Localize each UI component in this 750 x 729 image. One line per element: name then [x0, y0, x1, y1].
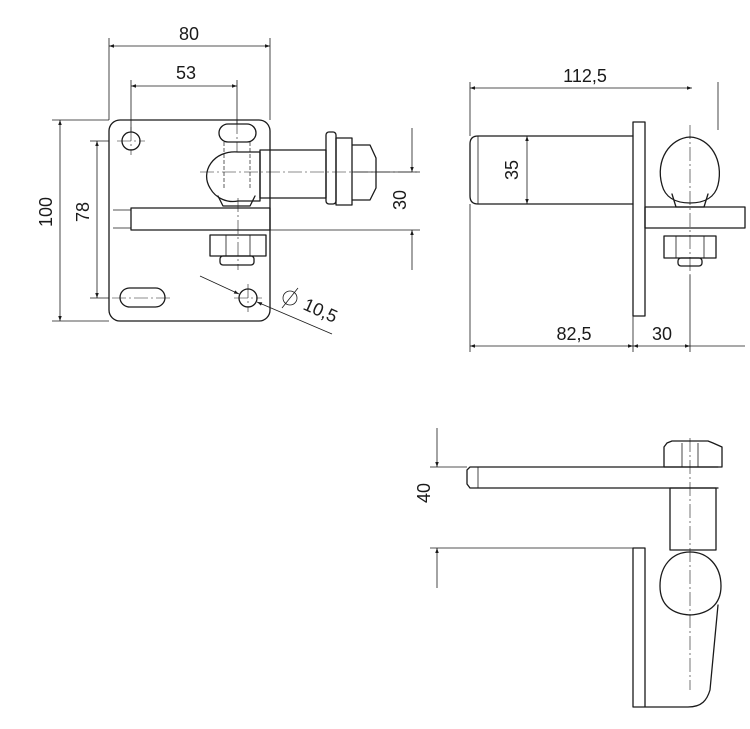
dim-40: 40: [414, 483, 434, 503]
dim-78: 78: [73, 202, 93, 222]
arm: [469, 135, 634, 205]
top-view: 40: [414, 428, 723, 708]
side-plate: [632, 121, 646, 317]
dim-53: 53: [176, 63, 196, 83]
dim-35: 35: [502, 160, 522, 180]
dim-30-front: 30: [390, 190, 410, 210]
hex-nut-front: [209, 234, 267, 257]
dim-112-5: 112,5: [563, 66, 607, 86]
top-strap: [466, 466, 719, 489]
ball-joint: [205, 151, 261, 203]
dim-82-5: 82,5: [556, 324, 591, 344]
side-ball: [659, 136, 720, 204]
front-view: 80 53 100 78 30 10,5: [36, 24, 420, 335]
diameter-symbol: [282, 290, 298, 306]
slot-bottom-left: [119, 287, 166, 308]
top-bracket: [632, 547, 719, 708]
dim-100: 100: [36, 197, 56, 227]
top-ball: [659, 551, 722, 616]
dim-30-side: 30: [652, 324, 672, 344]
dim-80: 80: [179, 24, 199, 44]
bolt-end: [219, 255, 255, 266]
side-view: 112,5 35 82,5 30: [469, 66, 746, 352]
top-hex-nut: [663, 440, 723, 468]
slot-top-right: [218, 123, 257, 143]
pin-washer: [325, 131, 337, 205]
pin-nut: [335, 137, 377, 206]
dim-hole-diameter: 10,5: [300, 294, 340, 327]
strap: [130, 207, 271, 231]
